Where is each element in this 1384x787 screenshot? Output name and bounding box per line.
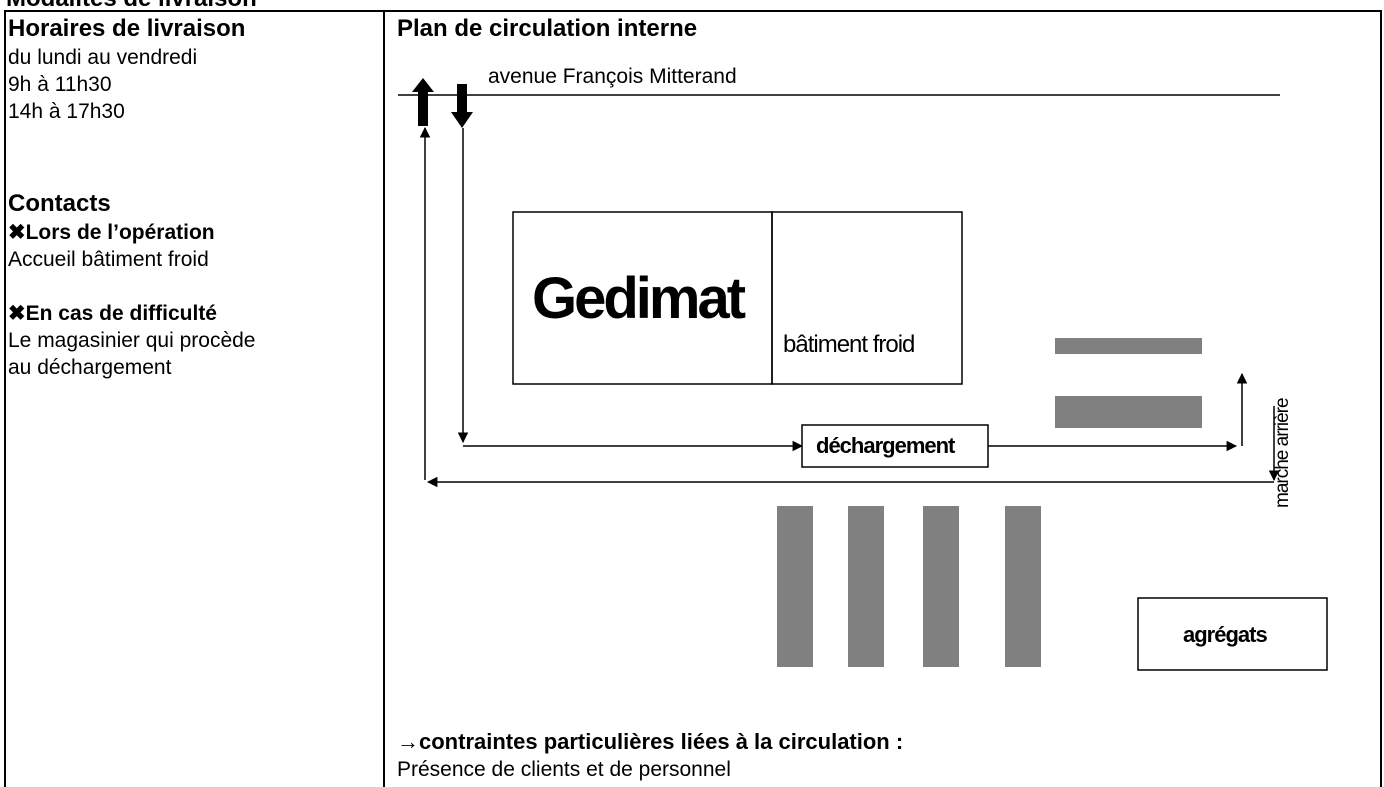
unloading-zone <box>801 424 989 468</box>
constraints-text: Présence de clients et de personnel <box>397 758 731 781</box>
storage-rack <box>848 506 884 667</box>
aggregates-zone <box>1137 597 1328 671</box>
table-column-divider <box>383 10 385 787</box>
table-left-border <box>4 10 6 787</box>
table-right-border <box>1380 10 1382 787</box>
storage-rack <box>777 506 813 667</box>
storage-rack <box>1055 396 1202 428</box>
aggregates-label: agrégats <box>1183 622 1267 647</box>
gedimat-logo: Gedimat <box>532 266 746 331</box>
cold-building <box>771 211 963 385</box>
plan-heading: Plan de circulation interne <box>397 15 698 42</box>
constraints-heading: →contraintes particulières liées à la ci… <box>397 729 903 755</box>
hours-days: du lundi au vendredi <box>8 46 198 69</box>
contact-difficulty-label-text: En cas de difficulté <box>25 302 217 325</box>
cross-bullet-icon: ✖ <box>8 221 26 244</box>
hours-heading: Horaires de livraison <box>8 15 246 42</box>
contact-difficulty-label: ✖En cas de difficulté <box>8 300 378 327</box>
constraints-heading-text: contraintes particulières liées à la cir… <box>419 729 904 754</box>
table-top-border <box>4 10 1382 12</box>
cutoff-section-heading: Modalités de livraison <box>6 0 257 13</box>
reverse-label: marche arrière <box>1272 398 1293 508</box>
cross-bullet-icon: ✖ <box>8 302 26 325</box>
contact-difficulty-line-1: Le magasinier qui procède <box>8 329 256 352</box>
hours-slot-morning: 9h à 11h30 <box>8 73 112 96</box>
entry-exit-arrows-icon <box>412 78 473 128</box>
arrow-right-icon: → <box>397 729 419 754</box>
contact-difficulty-line-2: au déchargement <box>8 356 172 379</box>
contact-during-value: Accueil bâtiment froid <box>8 248 209 271</box>
contacts-heading: Contacts <box>8 190 111 217</box>
left-column: Horaires de livraison du lundi au vendre… <box>8 14 378 381</box>
contact-during-label-text: Lors de l’opération <box>25 221 215 244</box>
hours-slot-afternoon: 14h à 17h30 <box>8 100 125 123</box>
storage-rack <box>1055 338 1202 354</box>
unloading-label: déchargement <box>816 433 956 458</box>
storage-rack <box>1005 506 1041 667</box>
storage-rack <box>923 506 959 667</box>
contact-during-label: ✖Lors de l’opération <box>8 219 378 246</box>
street-label: avenue François Mitterand <box>488 65 737 88</box>
cold-building-label: bâtiment froid <box>783 331 914 358</box>
